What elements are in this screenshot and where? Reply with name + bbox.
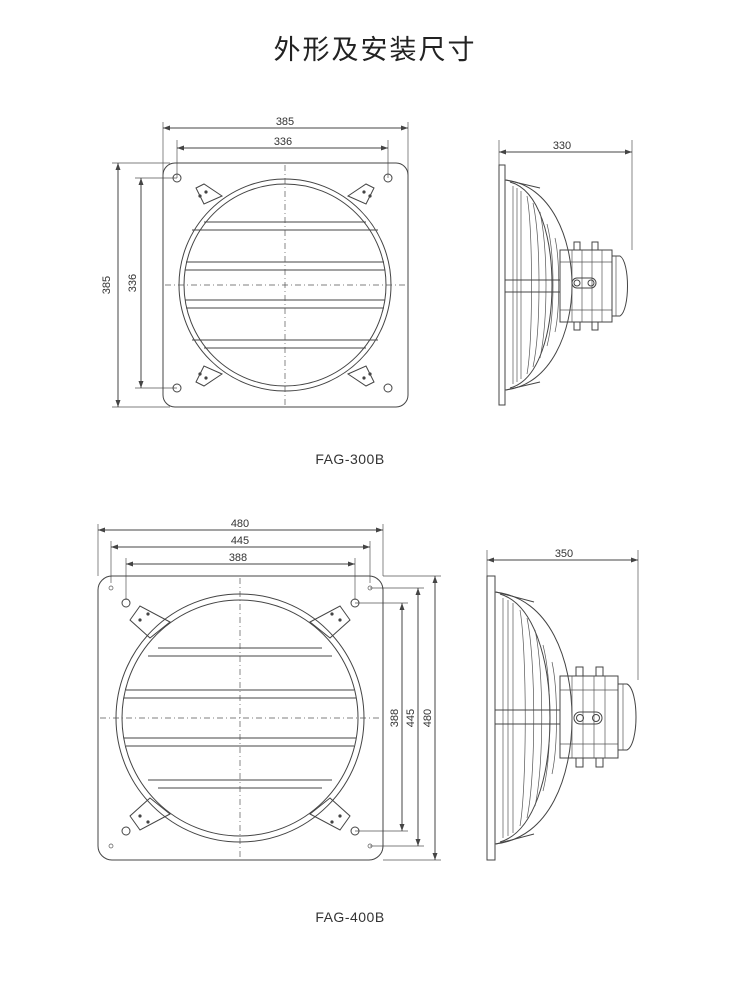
fag400b-width-mid-label: 445 [231, 535, 249, 547]
page-title: 外形及安装尺寸 [273, 35, 477, 66]
fag300b-height-outer-label: 385 [101, 276, 113, 294]
fag300b-front-view: 385 336 385 336 [101, 116, 409, 408]
fag400b-height-mid-label: 445 [405, 709, 417, 727]
fag400b-height-holes-label: 388 [389, 709, 401, 727]
fag300b-width-holes-label: 336 [274, 136, 292, 148]
fag400b-side-view: 350 [486, 548, 639, 861]
fag300b-model-label: FAG-300B [315, 451, 384, 467]
fag400b-model-label: FAG-400B [315, 909, 384, 925]
fag400b-width-outer-label: 480 [231, 518, 249, 530]
fag400b-front-view: 480 445 388 388 445 480 [97, 518, 441, 861]
fag300b-height-holes-label: 336 [127, 274, 139, 292]
fag300b-side-view: 330 [498, 140, 633, 406]
fag400b-depth-label: 350 [555, 548, 573, 560]
fag300b-width-outer-label: 385 [276, 116, 294, 128]
fag400b-width-holes-label: 388 [229, 552, 247, 564]
fag300b-depth-label: 330 [553, 140, 571, 152]
fag400b-height-outer-label: 480 [422, 709, 434, 727]
